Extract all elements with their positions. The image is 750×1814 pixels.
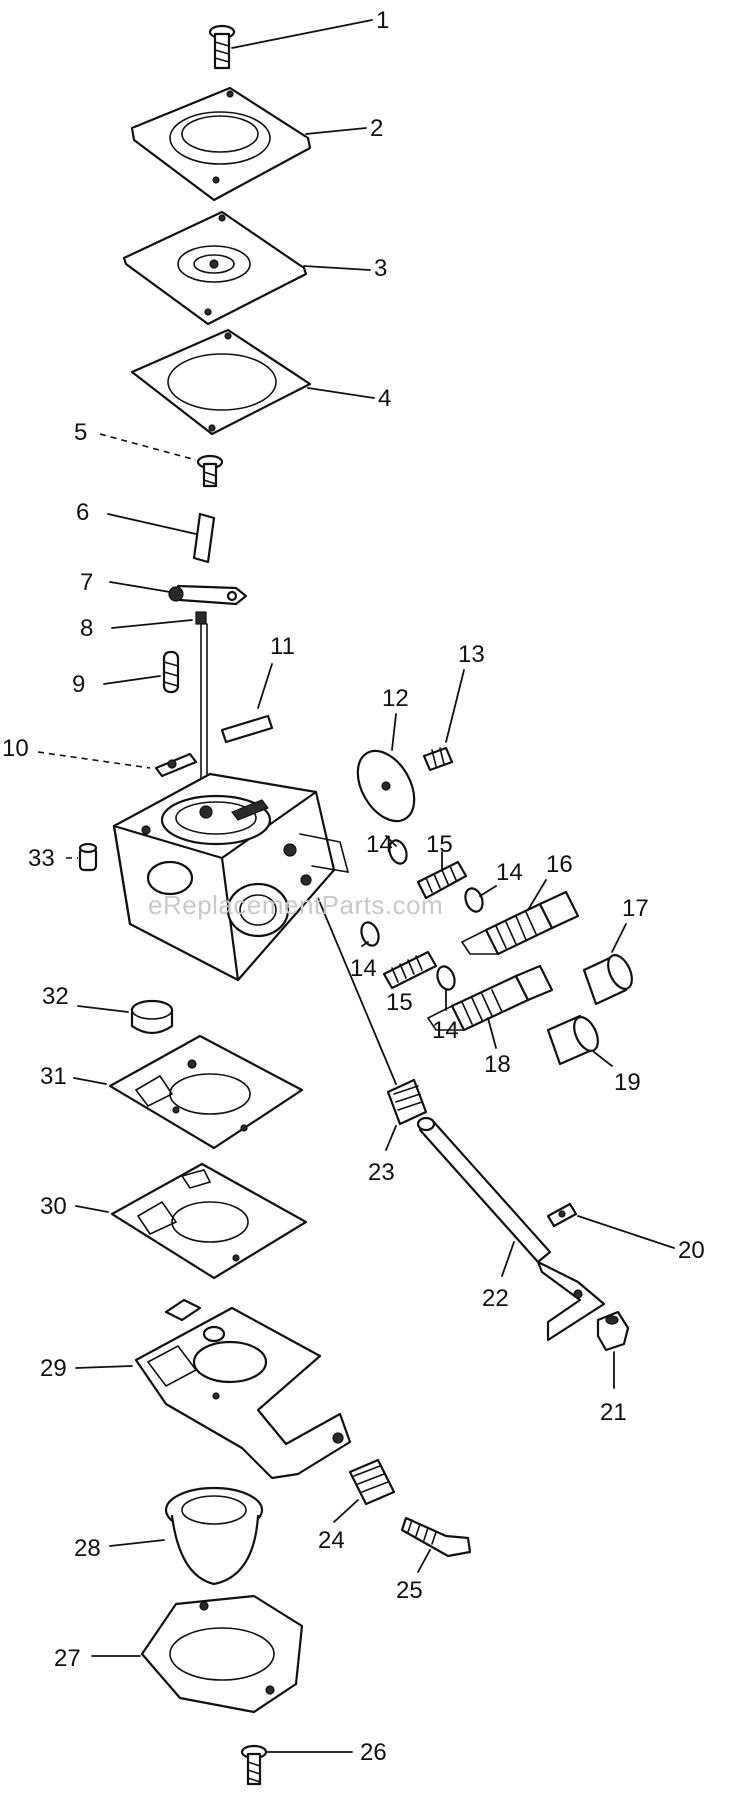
part-6-pin	[192, 512, 216, 564]
part-14-washer-a	[388, 839, 408, 865]
callout-10: 10	[2, 735, 29, 762]
callout-33: 33	[28, 845, 55, 872]
callout-22: 22	[482, 1285, 509, 1312]
part-22-throttle-shaft	[416, 1116, 606, 1342]
part-19-cap	[546, 1014, 599, 1066]
callout-14a: 14	[366, 831, 393, 858]
part-21-nut	[596, 1310, 630, 1352]
part-18-needle	[426, 964, 554, 1032]
callout-21: 21	[600, 1399, 627, 1426]
part-3-diaphragm	[122, 210, 308, 326]
part-13-screw	[422, 746, 454, 772]
part-10-clip	[154, 752, 198, 778]
callout-3: 3	[374, 255, 387, 282]
part-32-cup	[130, 999, 174, 1035]
part-30-diaphragm	[110, 1162, 308, 1280]
callout-14b: 14	[496, 859, 523, 886]
callout-23: 23	[368, 1159, 395, 1186]
part-1-screw	[208, 24, 236, 70]
part-14-washer-b	[464, 887, 484, 913]
part-17-cap	[582, 954, 633, 1006]
part-4-gasket	[130, 328, 312, 436]
callout-8: 8	[80, 615, 93, 642]
callout-9: 9	[72, 671, 85, 698]
callout-28: 28	[74, 1535, 101, 1562]
callout-16: 16	[546, 851, 573, 878]
part-27-plate	[140, 1594, 304, 1714]
part-15-spring-b	[382, 950, 438, 990]
callout-11: 11	[270, 633, 295, 660]
part-28-primer-bulb	[164, 1486, 264, 1586]
callout-17: 17	[622, 895, 649, 922]
part-2-cover	[130, 86, 312, 202]
part-9-spring	[162, 650, 180, 694]
part-14-washer-d	[436, 965, 456, 991]
callout-1: 1	[376, 7, 389, 34]
part-20-clip	[546, 1202, 578, 1228]
callout-5: 5	[74, 419, 87, 446]
part-29-pump-body	[134, 1298, 352, 1480]
callout-2: 2	[370, 115, 383, 142]
watermark-text: eReplacementParts.com	[148, 890, 443, 920]
callout-14c: 14	[350, 955, 377, 982]
callout-27: 27	[54, 1645, 81, 1672]
part-8-needle	[195, 611, 208, 801]
part-11-pin	[220, 714, 274, 744]
part-23-spring	[386, 1078, 428, 1126]
part-15-spring-a	[416, 860, 468, 900]
callout-13: 13	[458, 641, 485, 668]
callout-24: 24	[318, 1527, 345, 1554]
part-24-spring	[348, 1458, 396, 1506]
callout-7: 7	[80, 569, 93, 596]
callout-25: 25	[396, 1577, 423, 1604]
callout-29: 29	[40, 1355, 67, 1382]
callout-12: 12	[382, 685, 409, 712]
callout-4: 4	[378, 385, 391, 412]
part-16-needle	[460, 890, 580, 956]
part-26-screw	[240, 1744, 268, 1786]
callout-15a: 15	[426, 831, 453, 858]
part-25-screw	[400, 1516, 472, 1558]
part-14-washer-c	[360, 921, 380, 947]
callout-19: 19	[614, 1069, 641, 1096]
callout-15b: 15	[386, 989, 413, 1016]
callout-30: 30	[40, 1193, 67, 1220]
callout-18: 18	[484, 1051, 511, 1078]
callout-6: 6	[76, 499, 89, 526]
part-5-screw	[196, 454, 224, 488]
callout-31: 31	[40, 1063, 67, 1090]
carburetor-body	[112, 772, 350, 982]
part-7-lever	[168, 584, 248, 606]
callout-20: 20	[678, 1237, 705, 1264]
part-12-throttle-plate	[356, 749, 416, 823]
part-31-gasket	[108, 1034, 304, 1150]
callout-32: 32	[42, 983, 69, 1010]
callout-26: 26	[360, 1739, 387, 1766]
part-33-plug	[78, 842, 98, 872]
